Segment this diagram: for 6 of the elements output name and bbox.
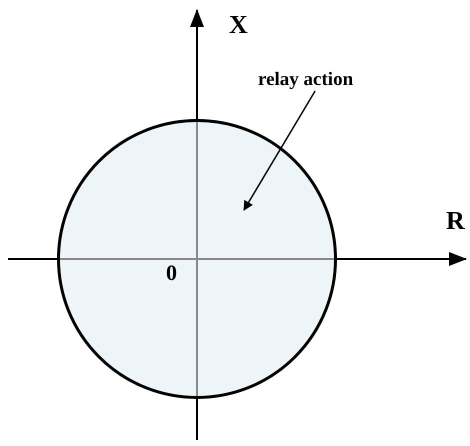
axis-label: X: [229, 12, 248, 38]
region-label: relay action: [258, 70, 354, 89]
relay-characteristic-circle: [57, 119, 337, 399]
origin-label: 0: [166, 262, 177, 284]
axis-label: R: [446, 208, 465, 234]
leader-arrow: [243, 90, 316, 211]
